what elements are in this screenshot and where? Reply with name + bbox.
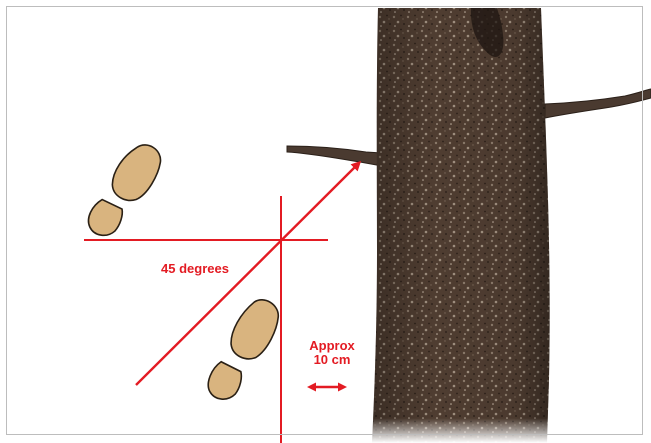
distance-label-line2: 10 cm — [297, 353, 367, 367]
angle-label: 45 degrees — [150, 262, 240, 276]
tree-trunk — [287, 8, 651, 443]
footprint-lower — [203, 292, 285, 408]
distance-label-line1: Approx — [297, 339, 367, 353]
angle-guides — [84, 163, 359, 443]
tree-branch-left — [287, 146, 382, 166]
distance-label: Approx 10 cm — [297, 339, 367, 367]
footprint-upper — [83, 136, 167, 246]
tree-branch-right — [545, 89, 651, 118]
